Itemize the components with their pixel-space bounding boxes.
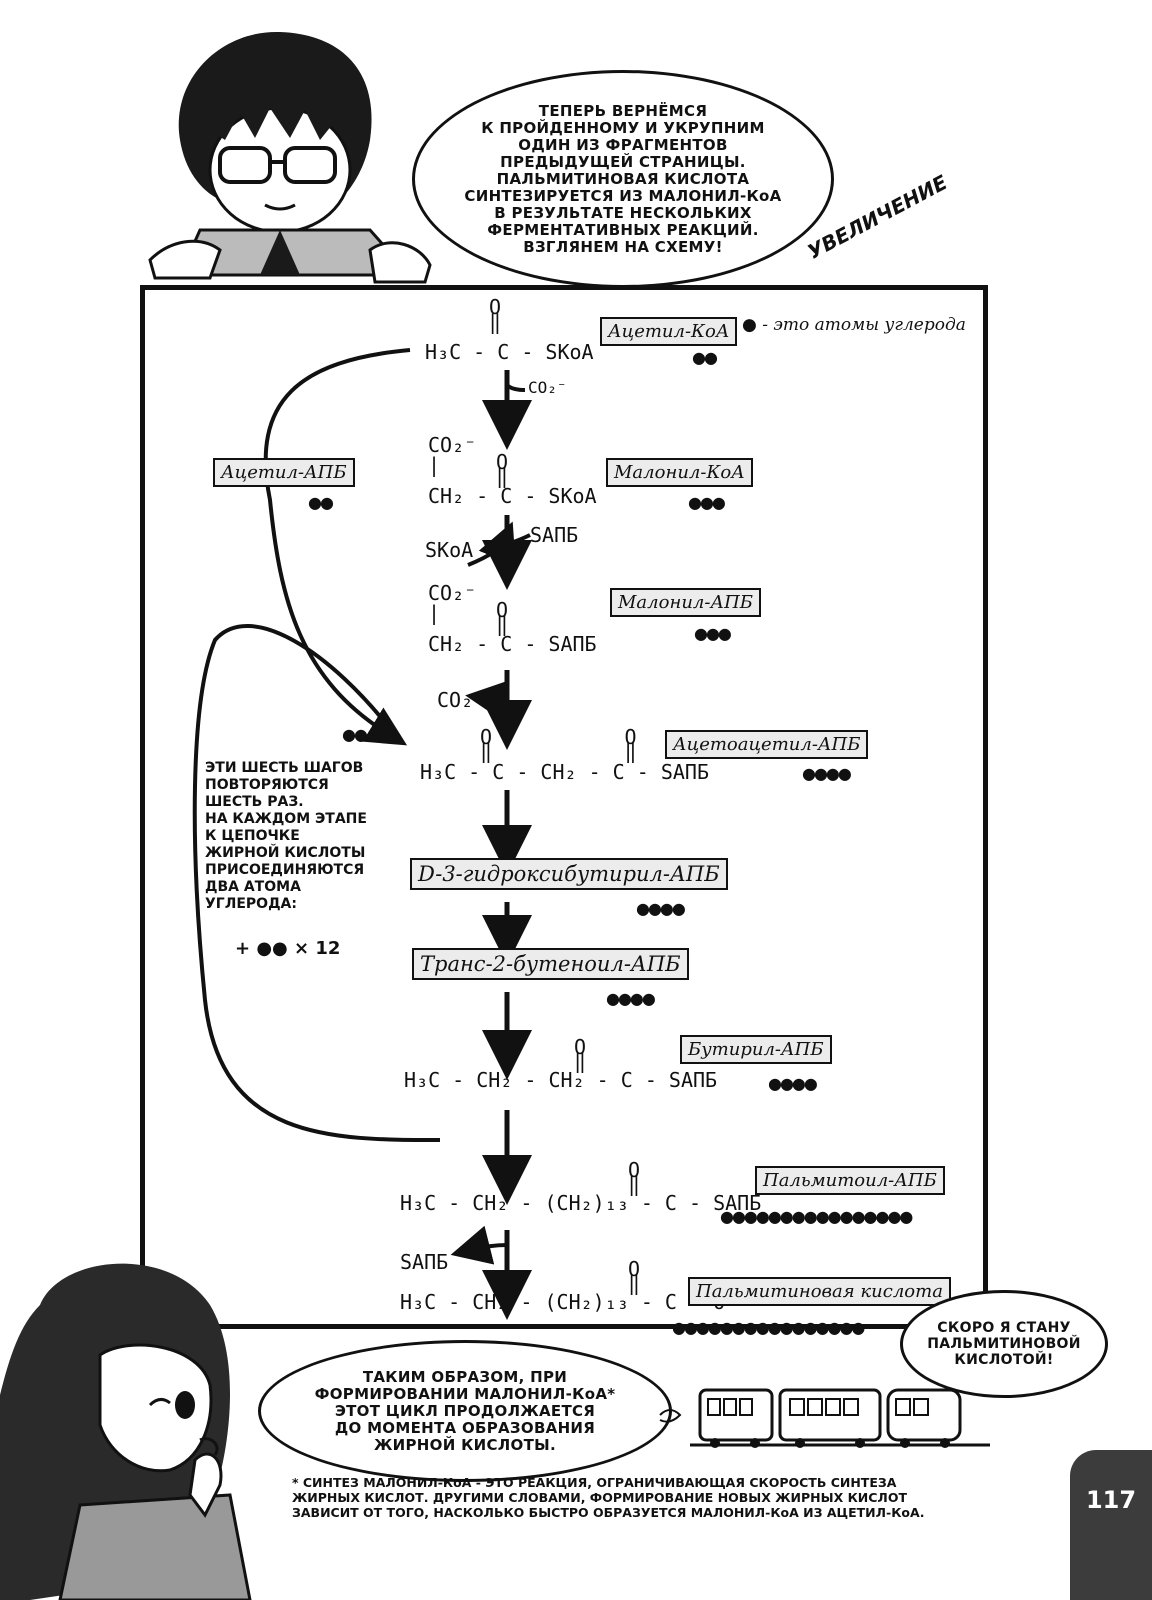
palmitic-acid-formula: H₃C - CH₂ - (CH₂)₁₃ - C - O⁻ xyxy=(400,1290,738,1314)
butyryl-carbonyl: O ‖ xyxy=(574,1035,587,1073)
palmitoyl-apb-formula: H₃C - CH₂ - (CH₂)₁₃ - C - SАПБ xyxy=(400,1191,762,1215)
boy-character-illustration xyxy=(148,31,432,284)
speech-train-text: СКОРО Я СТАНУ ПАЛЬМИТИНОВОЙ КИСЛОТОЙ! xyxy=(927,1320,1081,1368)
label-acetoacetyl-apb: Ацетоацетил-АПБ xyxy=(665,730,869,759)
speech-top-text: ТЕПЕРЬ ВЕРНЁМСЯ К ПРОЙДЕННОМУ И УКРУПНИМ… xyxy=(464,101,782,256)
girl-character-illustration xyxy=(0,1263,252,1600)
label-acetyl-apb: Ацетил-АПБ xyxy=(213,458,355,487)
label-palmitoyl-apb: Пальмитоил-АПБ xyxy=(755,1166,945,1195)
dots-hydroxybutyryl-apb: ●●●● xyxy=(636,899,686,918)
speech-bubble-top: ТЕПЕРЬ ВЕРНЁМСЯ К ПРОЙДЕННОМУ И УКРУПНИМ… xyxy=(412,70,834,288)
label-butyryl-apb: Бутирил-АПБ xyxy=(680,1035,832,1064)
dots-butenoyl-apb: ●●●● xyxy=(606,989,656,1008)
malonyl-apb-carbonyl: O ‖ xyxy=(496,598,509,636)
dots-acetyl-apb: ●● xyxy=(308,493,334,512)
label-butenoyl-apb: Транс-2-бутеноил-АПБ xyxy=(412,948,689,980)
label-palmitic-acid: Пальмитиновая кислота xyxy=(688,1277,951,1306)
speech-bubble-bottom: ТАКИМ ОБРАЗОМ, ПРИ ФОРМИРОВАНИИ МАЛОНИЛ-… xyxy=(258,1340,672,1482)
label-hydroxybutyryl-apb: D-3-гидроксибутирил-АПБ xyxy=(410,858,728,890)
co2-out: CO₂ xyxy=(437,688,474,712)
sapb-in: SАПБ xyxy=(530,523,579,547)
train-illustration xyxy=(659,1388,990,1448)
dots-palmitic-acid: ●●●●●●●●●●●●●●●● xyxy=(672,1318,865,1337)
acetyl-coa-carbonyl: O ‖ xyxy=(489,295,502,334)
palmitoyl-carbonyl: O ‖ xyxy=(628,1158,641,1196)
malonyl-coa-formula: CH₂ - C - SKoA xyxy=(428,484,597,508)
label-malonyl-apb: Малонил-АПБ xyxy=(610,588,762,617)
malonyl-coa-carbonyl: O ‖ xyxy=(496,450,509,488)
malonyl-apb-carboxyl: CO₂⁻ | xyxy=(428,581,477,625)
malonyl-coa-carboxyl: CO₂⁻ | xyxy=(428,433,477,477)
dots-malonyl-apb: ●●● xyxy=(694,624,732,643)
footnote: * СИНТЕЗ МАЛОНИЛ-КоА - ЭТО РЕАКЦИЯ, ОГРА… xyxy=(292,1475,925,1520)
page-number-tab: 117 xyxy=(1070,1450,1152,1600)
carbon-legend: ● - это атомы углерода xyxy=(742,315,966,335)
co2-in-1: CO₂⁻ xyxy=(528,378,567,397)
cycle-formula: + ●● × 12 xyxy=(235,938,341,959)
diagram-frame xyxy=(140,285,988,1329)
butyryl-apb-formula: H₃C - CH₂ - CH₂ - C - SАПБ xyxy=(404,1068,718,1092)
label-malonyl-coa: Малонил-КоА xyxy=(606,458,753,487)
label-acetyl-coa: Ацетил-КоА xyxy=(600,317,738,346)
cycle-note: ЭТИ ШЕСТЬ ШАГОВ ПОВТОРЯЮТСЯ ШЕСТЬ РАЗ. Н… xyxy=(205,760,367,912)
speech-bottom-text: ТАКИМ ОБРАЗОМ, ПРИ ФОРМИРОВАНИИ МАЛОНИЛ-… xyxy=(314,1367,616,1454)
acetoacetyl-carbonyls: O O ‖ ‖ xyxy=(480,725,637,763)
acetyl-coa-formula: H₃C - C - SKoA xyxy=(425,340,594,364)
dots-malonyl-coa: ●●● xyxy=(688,493,726,512)
palmitic-carbonyl: O ‖ xyxy=(628,1257,641,1295)
malonyl-apb-formula: CH₂ - C - SАПБ xyxy=(428,632,597,656)
speech-bubble-train: СКОРО Я СТАНУ ПАЛЬМИТИНОВОЙ КИСЛОТОЙ! xyxy=(900,1290,1108,1398)
skoa-out: SKoA xyxy=(425,538,474,562)
dots-palmitoyl-apb: ●●●●●●●●●●●●●●●● xyxy=(720,1207,913,1226)
dots-incoming-acetyl: ●● xyxy=(342,725,368,744)
dots-acetyl-coa: ●● xyxy=(692,348,718,367)
acetoacetyl-apb-formula: H₃C - C - CH₂ - C - SАПБ xyxy=(420,760,709,784)
dots-acetoacetyl-apb: ●●●● xyxy=(802,764,852,783)
dots-butyryl-apb: ●●●● xyxy=(768,1074,818,1093)
page-number: 117 xyxy=(1085,1486,1137,1514)
sapb-out: SАПБ xyxy=(400,1250,449,1274)
